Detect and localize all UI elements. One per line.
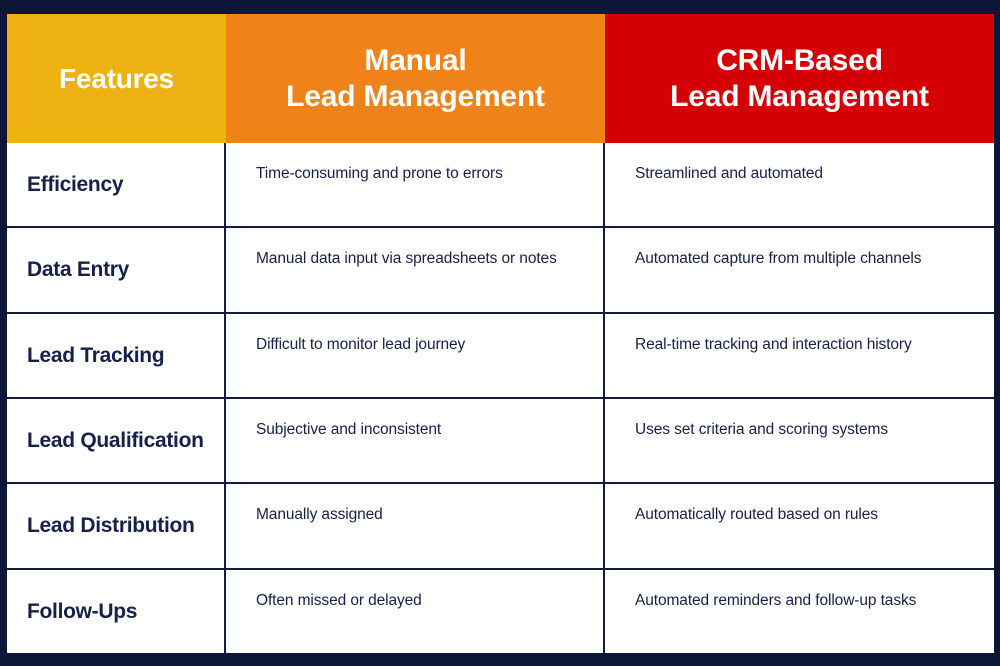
table-header-row: Features Manual Lead Management CRM-Base…: [7, 14, 994, 143]
table-body: Efficiency Time-consuming and prone to e…: [7, 143, 994, 653]
cell-feature-name: Lead Tracking: [7, 313, 226, 397]
column-header-crm: CRM-Based Lead Management: [605, 14, 994, 143]
cell-feature-name: Data Entry: [7, 228, 226, 312]
manual-text: Time-consuming and prone to errors: [256, 165, 503, 182]
cell-crm-description: Real-time tracking and interaction histo…: [605, 314, 994, 397]
cell-feature-name: Efficiency: [7, 143, 226, 227]
manual-text: Difficult to monitor lead journey: [256, 335, 466, 353]
crm-text: Automated reminders and follow-up tasks: [635, 591, 917, 609]
cell-crm-description: Uses set criteria and scoring systems: [605, 399, 994, 482]
cell-feature-name: Lead Distribution: [7, 484, 226, 568]
manual-text: Manually assigned: [256, 506, 383, 524]
table-row: Lead Qualification Subjective and incons…: [7, 398, 994, 485]
comparison-table: Features Manual Lead Management CRM-Base…: [7, 14, 994, 653]
column-header-manual-line1: Manual: [364, 44, 467, 78]
column-header-manual: Manual Lead Management: [226, 14, 605, 143]
crm-text: Automated capture from multiple channels: [635, 250, 922, 268]
column-header-crm-line1: CRM-Based: [716, 44, 883, 78]
cell-manual-description: Often missed or delayed: [226, 569, 605, 653]
table-row: Lead Tracking Difficult to monitor lead …: [7, 313, 994, 399]
feature-label: Lead Distribution: [27, 514, 195, 538]
crm-text: Streamlined and automated: [635, 165, 823, 182]
table-row: Lead Distribution Manually assigned Auto…: [7, 484, 994, 570]
feature-label: Follow-Ups: [27, 599, 138, 623]
cell-feature-name: Lead Qualification: [7, 398, 226, 483]
table-row: Efficiency Time-consuming and prone to e…: [7, 143, 994, 229]
manual-text: Often missed or delayed: [256, 591, 422, 609]
cell-manual-description: Difficult to monitor lead journey: [226, 313, 605, 397]
crm-text: Automatically routed based on rules: [635, 506, 878, 524]
cell-crm-description: Automatically routed based on rules: [605, 484, 994, 567]
table-row: Data Entry Manual data input via spreads…: [7, 228, 994, 314]
feature-label: Lead Qualification: [27, 428, 204, 452]
column-header-crm-line2: Lead Management: [670, 79, 929, 113]
cell-manual-description: Subjective and inconsistent: [226, 398, 605, 483]
cell-crm-description: Streamlined and automated: [605, 143, 994, 226]
manual-text: Subjective and inconsistent: [256, 420, 442, 438]
cell-manual-description: Time-consuming and prone to errors: [226, 143, 605, 227]
table-row: Follow-Ups Often missed or delayed Autom…: [7, 569, 994, 653]
feature-label: Efficiency: [27, 172, 124, 196]
cell-feature-name: Follow-Ups: [7, 569, 226, 653]
column-header-manual-line2: Lead Management: [286, 79, 545, 113]
feature-label: Data Entry: [27, 258, 130, 282]
cell-manual-description: Manual data input via spreadsheets or no…: [226, 228, 605, 312]
cell-crm-description: Automated reminders and follow-up tasks: [605, 570, 994, 653]
column-header-features-label: Features: [58, 62, 175, 94]
manual-text: Manual data input via spreadsheets or no…: [256, 250, 557, 268]
crm-text: Uses set criteria and scoring systems: [635, 420, 888, 438]
cell-crm-description: Automated capture from multiple channels: [605, 228, 994, 311]
column-header-features: Features: [7, 14, 226, 143]
cell-manual-description: Manually assigned: [226, 484, 605, 568]
feature-label: Lead Tracking: [27, 343, 165, 367]
crm-text: Real-time tracking and interaction histo…: [635, 335, 912, 353]
